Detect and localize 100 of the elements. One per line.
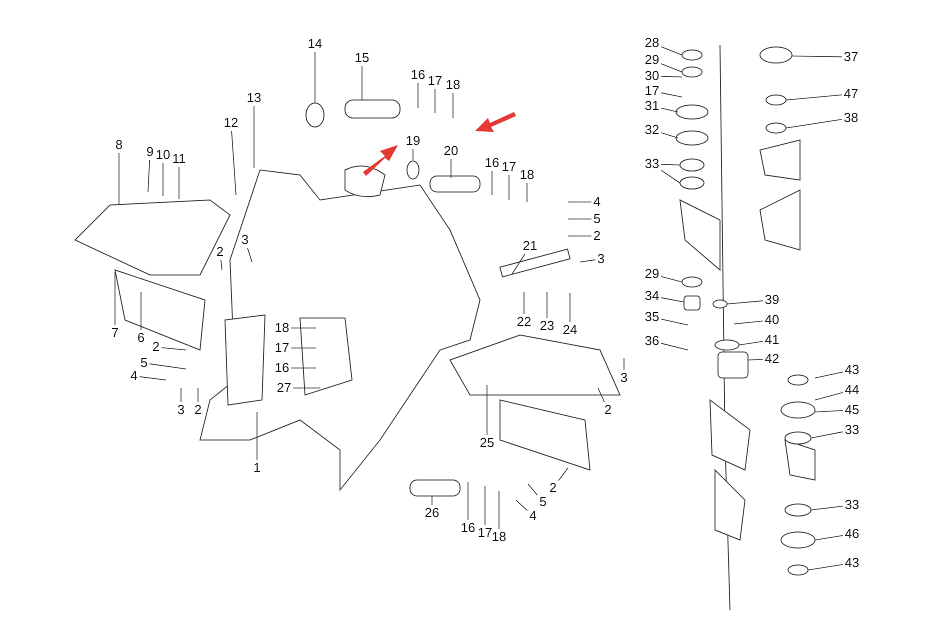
callout-number: 4	[592, 195, 602, 209]
callout-number: 43	[844, 556, 860, 570]
leader-line	[180, 388, 182, 402]
callout-number: 2	[592, 229, 602, 243]
callout-number: 9	[145, 145, 155, 159]
leader-line	[660, 164, 680, 166]
callout-number: 36	[644, 334, 660, 348]
callout-number: 17	[476, 526, 494, 540]
leader-line	[162, 162, 164, 196]
leader-line	[660, 318, 688, 326]
callout-number: 2	[603, 403, 613, 417]
callout-number: 11	[171, 152, 187, 166]
callout-number: 10	[154, 148, 172, 162]
callout-number: 17	[274, 341, 290, 355]
callout-number: 19	[404, 134, 422, 148]
callout-number: 18	[490, 530, 508, 544]
callout-number: 2	[548, 481, 558, 495]
leader-line	[660, 132, 678, 138]
callout-number: 46	[844, 527, 860, 541]
leader-line	[486, 384, 488, 436]
callout-number: 4	[129, 369, 139, 383]
leader-line	[786, 94, 842, 100]
callout-number: 2	[215, 245, 225, 259]
leader-line	[178, 166, 180, 200]
leader-line	[118, 152, 120, 206]
callout-number: 40	[764, 313, 780, 327]
leader-line	[808, 564, 844, 570]
callout-number: 33	[844, 498, 860, 512]
callout-number: 4	[528, 509, 538, 523]
callout-number: 3	[240, 233, 250, 247]
callout-number: 5	[139, 356, 149, 370]
callout-number: 17	[644, 84, 660, 98]
leader-line	[114, 272, 116, 326]
callout-number: 17	[500, 160, 518, 174]
leader-line	[726, 300, 764, 304]
leader-line	[660, 276, 682, 282]
callout-number: 26	[424, 506, 440, 520]
leader-line	[412, 148, 414, 160]
leader-line	[814, 372, 844, 378]
leader-line	[580, 259, 596, 262]
leader-line	[814, 535, 844, 540]
leader-line	[660, 76, 682, 78]
leader-line	[528, 484, 538, 496]
leader-line	[792, 56, 842, 58]
leader-line	[660, 297, 684, 302]
leader-line	[314, 52, 316, 104]
callout-number: 18	[274, 321, 290, 335]
callout-number: 21	[522, 239, 538, 253]
leader-line	[738, 341, 764, 346]
callout-number: 38	[842, 111, 860, 125]
callout-number: 18	[444, 78, 462, 92]
callout-number: 47	[842, 87, 860, 101]
leader-line	[660, 92, 682, 98]
leader-line	[484, 486, 486, 526]
leader-line	[568, 218, 592, 220]
leader-line	[148, 160, 150, 192]
callout-number: 25	[478, 436, 496, 450]
leader-line	[139, 376, 166, 380]
leader-line	[660, 46, 682, 56]
callout-number: 32	[644, 123, 660, 137]
leader-line	[526, 182, 528, 202]
callout-number: 37	[842, 50, 860, 64]
callout-number: 30	[644, 69, 660, 83]
callout-number: 27	[276, 381, 292, 395]
callout-number: 14	[306, 37, 324, 51]
leader-line	[748, 359, 764, 360]
callout-number: 3	[596, 252, 606, 266]
callout-number: 5	[538, 495, 548, 509]
callout-number: 39	[764, 293, 780, 307]
callout-number: 7	[110, 326, 120, 340]
leader-line	[452, 92, 454, 118]
leader-line	[810, 506, 844, 510]
callout-number: 2	[151, 340, 161, 354]
callout-number: 18	[518, 168, 536, 182]
leader-line	[512, 254, 526, 274]
callout-number: 34	[644, 289, 660, 303]
callout-number: 16	[460, 521, 476, 535]
leader-line	[598, 388, 605, 402]
leader-line	[660, 108, 678, 112]
leader-line	[247, 248, 252, 262]
leader-line	[498, 490, 500, 530]
callout-number: 44	[844, 383, 860, 397]
callout-number: 17	[426, 74, 444, 88]
leader-line	[810, 431, 844, 438]
leader-line	[814, 392, 844, 400]
callout-number: 16	[274, 361, 290, 375]
leader-line	[558, 468, 568, 481]
leader-line	[516, 500, 528, 512]
callout-number: 2	[193, 403, 203, 417]
leader-line	[508, 174, 510, 200]
callout-number: 33	[844, 423, 860, 437]
leader-line	[734, 320, 764, 324]
callout-number: 42	[764, 352, 780, 366]
callout-number: 29	[644, 267, 660, 281]
callout-number: 16	[484, 156, 500, 170]
callout-number: 33	[644, 157, 660, 171]
callout-number: 43	[844, 363, 860, 377]
callout-number: 13	[246, 91, 262, 105]
leader-line	[786, 119, 842, 128]
leader-line	[231, 130, 236, 196]
